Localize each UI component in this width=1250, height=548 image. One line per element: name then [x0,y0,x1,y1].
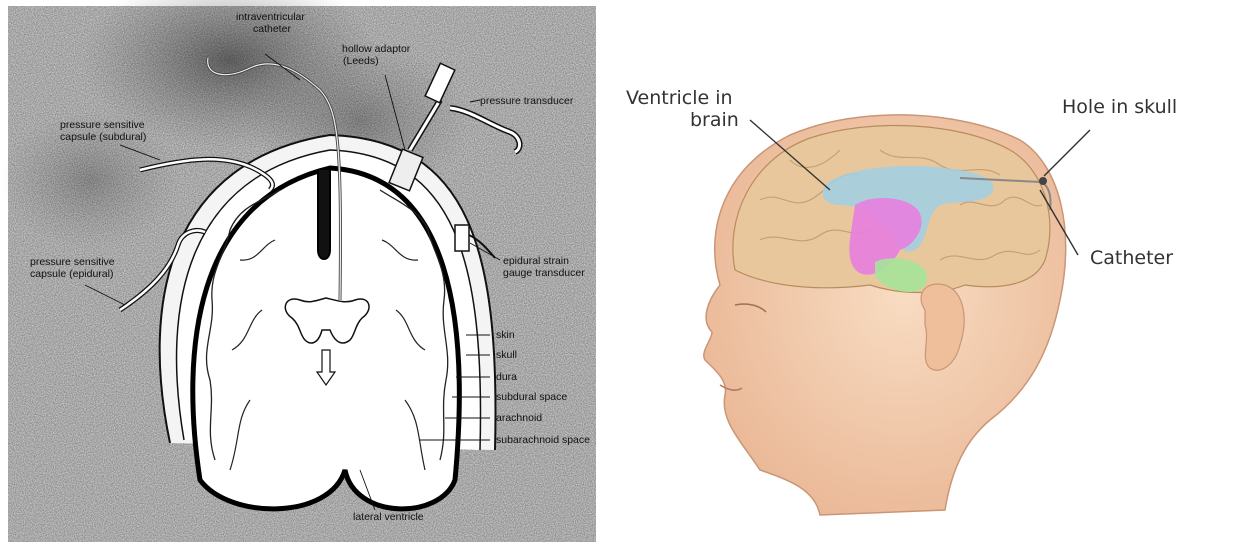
label-epidural-strain-2: gauge transducer [503,267,585,279]
label-skull: skull [496,349,517,361]
label-capsule-epidural-2: capsule (epidural) [30,268,113,280]
label-lateral-ventricle: lateral ventricle [353,511,424,523]
label-hollow-adaptor-1: hollow adaptor [342,43,411,55]
left-panel: intraventricular catheter hollow adaptor… [0,0,596,542]
label-capsule-epidural-1: pressure sensitive [30,256,115,268]
label-epidural-strain-1: epidural strain [503,255,569,267]
label-capsule-subdural-2: capsule (subdural) [60,131,146,143]
label-capsule-subdural-1: pressure sensitive [60,119,145,131]
label-intraventricular-catheter-2: catheter [253,23,291,35]
label-ventricle-in-brain-1: Ventricle in [626,87,733,109]
falx [318,170,330,259]
label-dura: dura [496,371,517,383]
label-arachnoid: arachnoid [496,412,542,424]
label-hollow-adaptor-2: (Leeds) [343,55,379,67]
right-panel: Ventricle in brain Hole in skull Cathete… [626,87,1177,515]
label-catheter: Catheter [1090,247,1173,269]
epidural-strain-gauge [455,225,469,251]
label-subdural-space: subdural space [496,391,567,403]
label-subarachnoid-space: subarachnoid space [496,434,590,446]
label-pressure-transducer: pressure transducer [480,95,574,107]
label-skin: skin [496,329,515,341]
skull-hole [1039,177,1047,185]
label-hole-in-skull: Hole in skull [1062,96,1177,118]
label-intraventricular-catheter-1: intraventricular [236,11,305,23]
label-ventricle-in-brain-2: brain [690,109,739,131]
